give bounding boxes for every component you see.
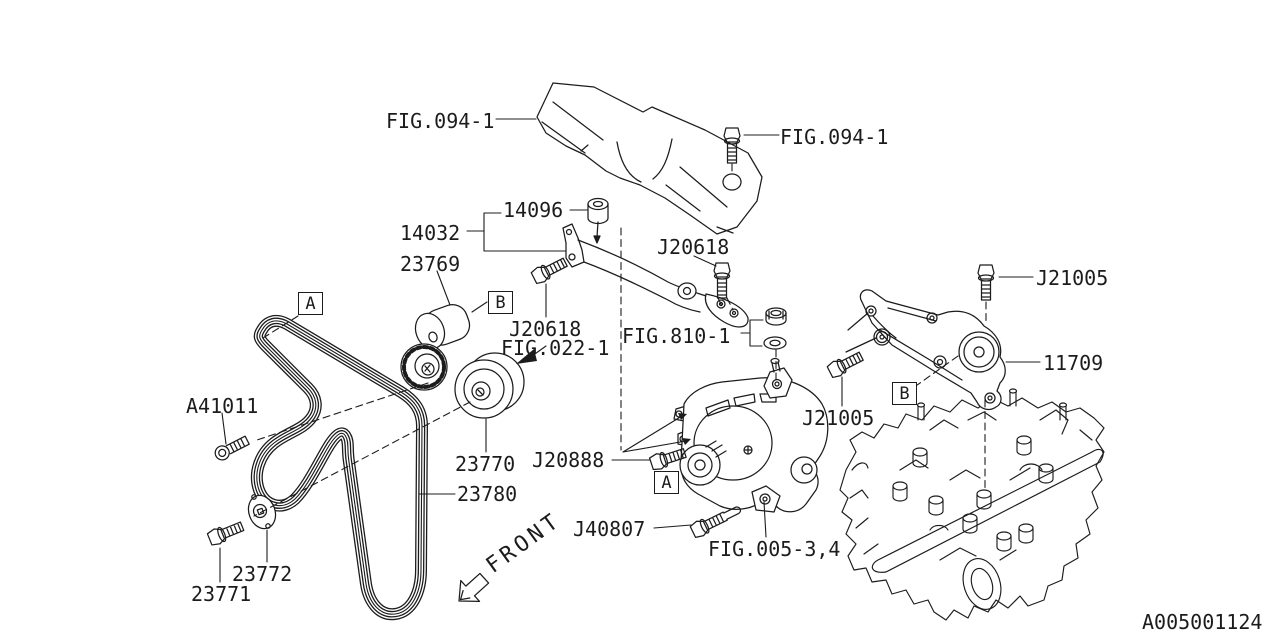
bolt-j20618-right [713,262,731,299]
part-label-j40807: J40807 [573,517,646,541]
bolt-j20618-mid [529,254,570,286]
callout-box-a1: A [298,292,323,315]
callout-box-b1: B [488,291,513,314]
bolt-j21005-top [977,264,995,301]
callout-box-b2: B [892,382,917,405]
bolt-j21005-left [825,348,866,380]
part-label-11709: 11709 [1043,351,1104,375]
bolt-a41011 [212,433,251,463]
part-label-fig810: FIG.810-1 [622,324,731,348]
bracket-11709-drawing [845,289,1006,411]
part-label-fig022: FIG.022-1 [501,336,610,360]
part-label-23780: 23780 [457,482,518,506]
part-label-a41011: A41011 [186,394,259,418]
part-label-j20888: J20888 [532,448,605,472]
idler-pulley-drawing [454,352,525,419]
alternator-drawing [673,357,829,513]
part-label-14096: 14096 [503,198,564,222]
part-label-23771: 23771 [191,582,252,606]
part-label-23772: 23772 [232,562,293,586]
part-label-j20618-mid: J20618 [509,317,582,341]
part-label-fig094-left: FIG.094-1 [386,109,495,133]
belt-tensioner-drawing [400,304,471,391]
part-label-fig005: FIG.005-3,4 [708,537,841,561]
engine-block-drawing [839,388,1105,621]
diagram-id-code: A005001124 [1142,610,1263,634]
part-label-14032: 14032 [400,221,461,245]
bracket-14032-drawing [562,223,749,328]
front-arrow-icon [458,572,490,602]
bolt-j40807 [688,501,745,540]
callout-box-a2: A [654,471,679,494]
leader-lines [219,118,1041,583]
part-label-j21005-top: J21005 [1036,266,1109,290]
part-label-23769: 23769 [400,252,461,276]
cushion-14096-drawing [587,197,609,244]
dashed-axis-lines [253,163,987,517]
part-label-j20618-right: J20618 [657,235,730,259]
part-label-23770: 23770 [455,452,516,476]
part-label-fig094-right: FIG.094-1 [780,125,889,149]
part-label-j21005-left: J21005 [802,406,875,430]
bolt-23771 [206,518,246,548]
engine-cover-drawing [536,82,763,235]
nut-washer-drawing [763,307,787,350]
